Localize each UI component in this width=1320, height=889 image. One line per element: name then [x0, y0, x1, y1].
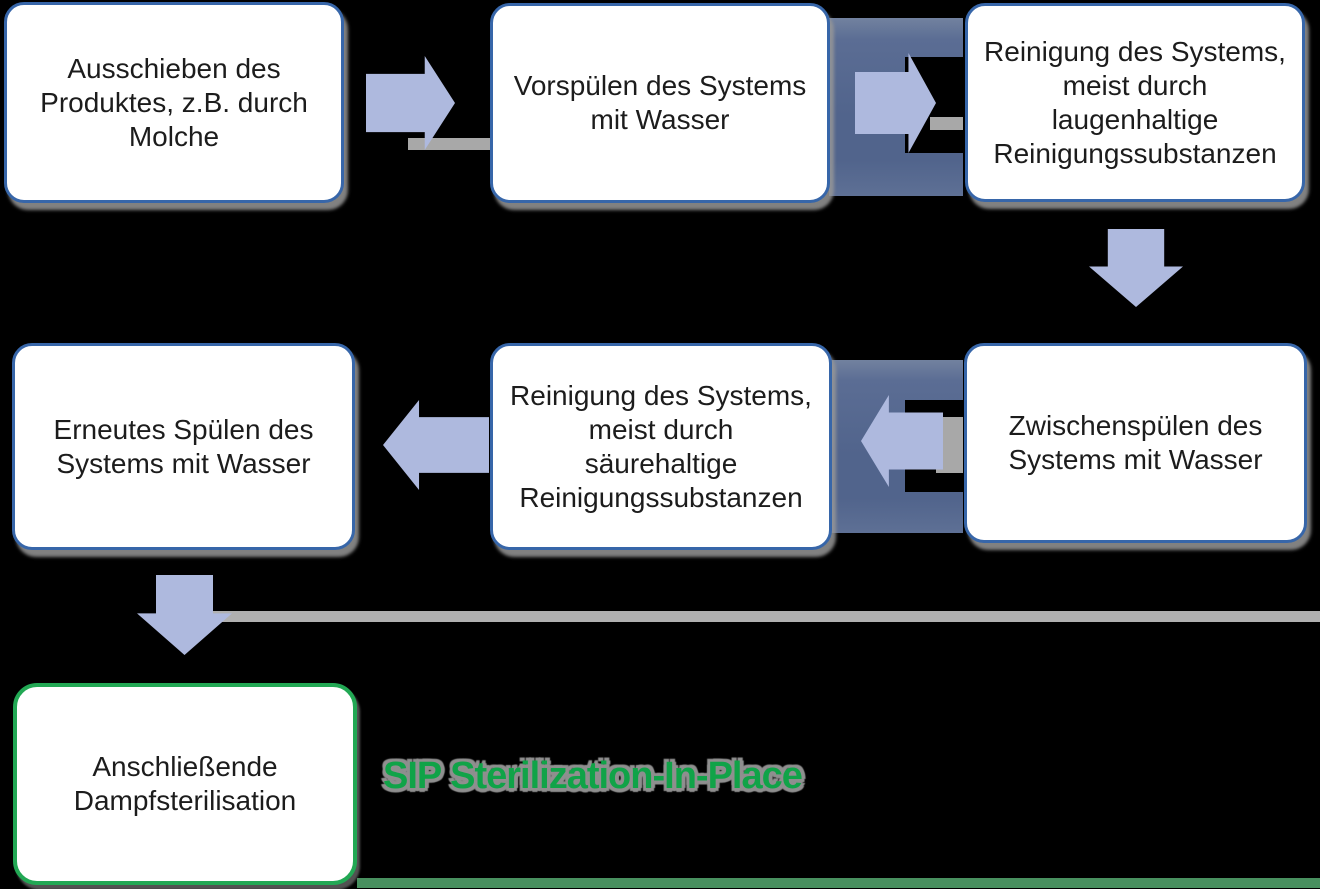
step-box-5: Reinigung des Systems, meist durch säure…: [490, 343, 832, 550]
step-box-2: Vorspülen des Systems mit Wasser: [490, 3, 830, 203]
arrow-down-icon: [1089, 229, 1183, 307]
step-label: Anschließende Dampfsterilisation: [73, 751, 297, 816]
step-label: Vorspülen des Systems mit Wasser: [513, 70, 807, 135]
green-shadow-streak: [357, 878, 1320, 888]
step-label: Ausschieben des Produktes, z.B. durch Mo…: [40, 52, 308, 152]
step-label: Reinigung des Systems, meist durch lauge…: [984, 35, 1286, 169]
shadow-streak: [930, 117, 963, 130]
arrow-right-icon: [366, 56, 455, 150]
arrow-down-icon: [137, 575, 232, 655]
step-label: Zwischenspülen des Systems mit Wasser: [1008, 410, 1263, 475]
step-box-3: Reinigung des Systems, meist durch lauge…: [965, 3, 1305, 202]
arrow-left-icon: [383, 400, 489, 490]
shadow-streak: [408, 138, 490, 150]
step-box-1: Ausschieben des Produktes, z.B. durch Mo…: [4, 2, 344, 203]
shadow-streak-wide: [212, 611, 1320, 622]
step-box-6: Erneutes Spülen des Systems mit Wasser: [12, 343, 355, 550]
step-label: Erneutes Spülen des Systems mit Wasser: [53, 413, 314, 479]
step-box-7-final: Anschließende Dampfsterilisation: [13, 683, 357, 885]
step-box-4: Zwischenspülen des Systems mit Wasser: [964, 343, 1307, 543]
sip-caption: SIP Sterilization-In-Place: [383, 755, 803, 797]
step-label: Reinigung des Systems, meist durch säure…: [510, 379, 812, 513]
